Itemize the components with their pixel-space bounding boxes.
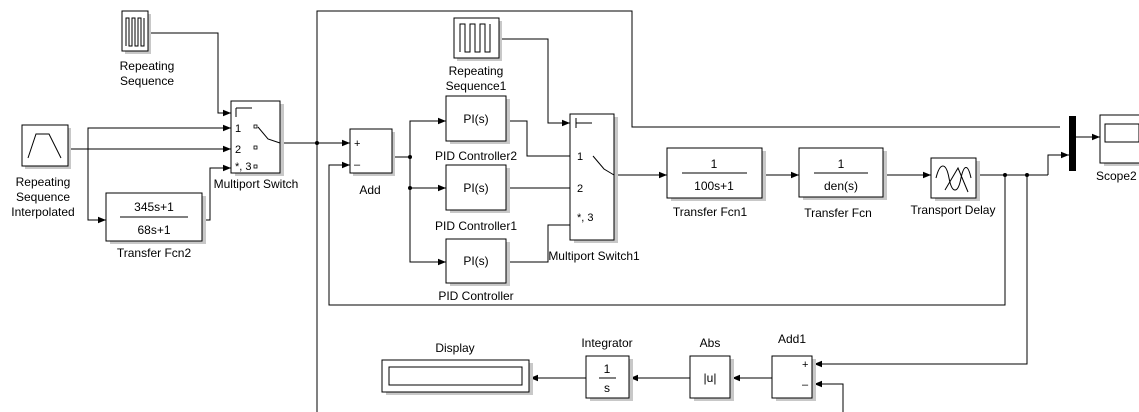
add-label: Add (359, 183, 380, 197)
scope-label: Scope2 (1096, 169, 1137, 183)
wire-ref-to-add1[interactable] (814, 380, 844, 412)
add1-block[interactable]: + – (771, 355, 816, 401)
pid-controller1-label: PID Controller1 (435, 219, 517, 233)
transfer-fcn1-numerator: 1 (711, 157, 718, 171)
multiport-switch1-block[interactable]: 1 2 *, 3 (569, 113, 618, 243)
wire-feedback-to-add[interactable] (328, 161, 1006, 306)
scope-block[interactable] (1099, 114, 1139, 166)
mux-block[interactable] (1069, 116, 1076, 171)
pid-controller-text: PI(s) (463, 254, 488, 268)
integrator-label: Integrator (581, 336, 632, 350)
repeating-sequence1-block[interactable] (453, 17, 502, 61)
add1-label: Add1 (778, 332, 806, 346)
multiport-switch-block[interactable]: 1 2 *, 3 (230, 100, 284, 176)
multiport-switch1-port-3: *, 3 (577, 212, 594, 224)
abs-text: |u| (704, 371, 717, 385)
signal-lines[interactable] (70, 32, 1100, 412)
switch-contact-icon (592, 155, 615, 176)
switch-contact-icon (257, 126, 281, 144)
transfer-fcn2-label: Transfer Fcn2 (117, 246, 192, 260)
wire-repseq1-to-switch1[interactable] (500, 38, 570, 127)
transfer-fcn-block[interactable]: 1 den(s) (798, 147, 887, 200)
wire-rsi-to-switch-1[interactable] (87, 124, 231, 149)
abs-label: Abs (700, 336, 721, 350)
integrator-denominator: s (604, 381, 610, 395)
add1-sign-plus: + (802, 359, 808, 371)
add-block[interactable]: + – (349, 128, 395, 176)
multiport-switch-label: Multiport Switch (214, 177, 299, 191)
multiport-switch1-port-1: 1 (577, 151, 583, 163)
integrator-block[interactable]: 1 s (585, 355, 633, 401)
wire-delay-to-mux[interactable] (1047, 151, 1069, 175)
repeating-sequence-interpolated-block[interactable] (21, 124, 71, 169)
transfer-fcn1-block[interactable]: 1 100s+1 (666, 147, 766, 201)
pid-controller1-block[interactable]: PI(s) (445, 164, 510, 213)
transfer-fcn2-denominator: 68s+1 (137, 223, 170, 237)
pid-controller2-label: PID Controller2 (435, 149, 517, 163)
display-readout (388, 366, 523, 386)
wire-rsi-to-tf2[interactable] (87, 149, 106, 224)
pid-controller2-text: PI(s) (463, 112, 488, 126)
display-label: Display (435, 341, 474, 355)
pid-controller-block[interactable]: PI(s) (445, 238, 510, 286)
pulse-icon (125, 17, 145, 47)
wire-tf2-to-switch-3[interactable] (203, 164, 231, 221)
abs-block[interactable]: |u| (689, 355, 734, 401)
add-sign-minus: – (354, 159, 361, 171)
transfer-fcn-label: Transfer Fcn (804, 206, 872, 220)
transfer-fcn2-numerator: 345s+1 (134, 200, 174, 214)
pid-controller2-block[interactable]: PI(s) (445, 95, 510, 144)
transfer-fcn1-label: Transfer Fcn1 (673, 205, 748, 219)
wire-add-to-pid2[interactable] (409, 117, 446, 157)
multiport-switch1-label: Multiport Switch1 (548, 249, 640, 263)
wire-delay-to-add1[interactable] (814, 175, 1028, 368)
transfer-fcn-numerator: 1 (838, 157, 845, 171)
pid-controller1-text: PI(s) (463, 181, 488, 195)
multiport-switch-port-2: 2 (235, 144, 241, 156)
transport-delay-block[interactable] (930, 157, 980, 201)
add-sign-plus: + (354, 138, 360, 150)
wire-repseq-to-switch[interactable] (150, 32, 231, 117)
transport-delay-label: Transport Delay (911, 203, 996, 217)
transfer-fcn-denominator: den(s) (824, 179, 858, 193)
ramp-icon (27, 133, 62, 159)
transfer-fcn2-block[interactable]: 345s+1 68s+1 (105, 192, 206, 244)
display-block[interactable] (381, 359, 533, 395)
add1-sign-minus: – (802, 379, 809, 391)
repeating-sequence-block[interactable] (121, 10, 151, 54)
wire-pid2-to-switch1[interactable] (506, 120, 594, 160)
integrator-numerator: 1 (604, 362, 611, 376)
multiport-switch-port-1: 1 (235, 123, 241, 135)
pid-controller-label: PID Controller (438, 289, 513, 303)
scope-screen-icon (1104, 123, 1139, 143)
wire-add-to-pid[interactable] (409, 188, 446, 266)
transfer-fcn1-denominator: 100s+1 (694, 179, 734, 193)
multiport-switch1-port-2: 2 (577, 183, 583, 195)
pulse-icon (459, 23, 491, 53)
delay-wave-icon (935, 165, 972, 191)
multiport-switch-port-3: *, 3 (235, 161, 252, 173)
